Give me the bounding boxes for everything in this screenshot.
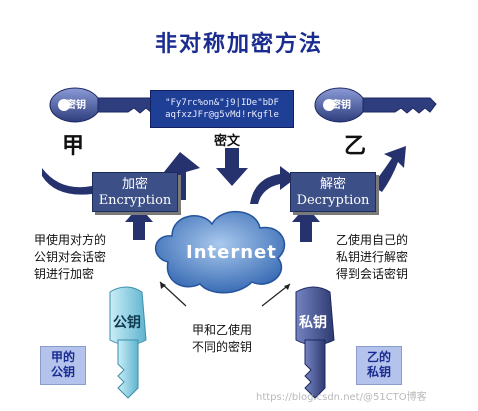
party-a-label: 甲	[62, 133, 85, 159]
encryption-box-en: Encryption	[98, 193, 172, 208]
party-b-label: 乙	[344, 133, 367, 159]
left-note: 甲使用对方的 公钥对会话密 钥进行加密	[34, 232, 106, 283]
left-note-line: 钥进行加密	[34, 267, 95, 281]
arrow-to-decryption	[250, 166, 296, 204]
center-note: 甲和乙使用 不同的密钥	[192, 322, 252, 356]
tag-party-b-private-key: 乙的 私钥	[356, 346, 402, 385]
public-key-label: 公钥	[113, 315, 141, 331]
arrow-left-note-up	[125, 206, 153, 240]
watermark: https://blog.csdn.net/@51CTO博客	[256, 392, 427, 403]
private-key-label: 私钥	[299, 315, 327, 331]
tag-line: 公钥	[50, 365, 75, 379]
center-note-line: 甲和乙使用	[192, 323, 253, 337]
cipher-label: 密文	[214, 134, 241, 149]
cipher-text-line: aqfxzJFr@g5vMd!rKgfle	[165, 110, 279, 120]
tag-line: 私钥	[366, 365, 391, 379]
arrow-decryption-out	[372, 146, 406, 192]
right-note-line: 私钥进行解密	[336, 250, 409, 264]
private-key-icon	[295, 286, 335, 399]
center-note-line: 不同的密钥	[192, 340, 253, 354]
key-icon-party-b	[314, 87, 437, 123]
key-label-party-a: 密钥	[66, 100, 86, 111]
right-note-line: 得到会话密钥	[336, 267, 409, 281]
encryption-box-cn: 加密	[121, 177, 148, 192]
left-note-line: 甲使用对方的	[34, 233, 107, 247]
left-note-line: 公钥对会话密	[34, 250, 107, 264]
diagram-title: 非对称加密方法	[154, 31, 323, 57]
internet-label: Internet	[186, 242, 277, 263]
thin-arrow-right	[261, 283, 291, 307]
tag-line: 乙的	[366, 350, 391, 364]
public-key-icon	[109, 286, 147, 399]
internet-cloud	[155, 210, 286, 294]
arrow-to-encryption	[42, 168, 108, 200]
key-label-party-b: 密钥	[331, 100, 351, 111]
right-note-line: 乙使用自己的	[336, 233, 409, 247]
encryption-box: 加密 Encryption	[92, 172, 178, 212]
decryption-box-en: Decryption	[296, 193, 370, 208]
decryption-box: 解密 Decryption	[290, 172, 376, 212]
tag-party-a-public-key: 甲的 公钥	[40, 346, 86, 385]
cipher-text-line: "Fy7rc%on&"j9|IDe"bDF	[165, 98, 279, 108]
arrow-cipher-down	[216, 148, 248, 186]
cipher-text-block: "Fy7rc%on&"j9|IDe"bDF aqfxzJFr@g5vMd!rKg…	[150, 90, 294, 128]
arrow-right-note-up	[292, 206, 320, 242]
tag-line: 甲的	[50, 350, 75, 364]
right-note: 乙使用自己的 私钥进行解密 得到会话密钥	[336, 232, 408, 283]
decryption-box-cn: 解密	[319, 177, 346, 192]
